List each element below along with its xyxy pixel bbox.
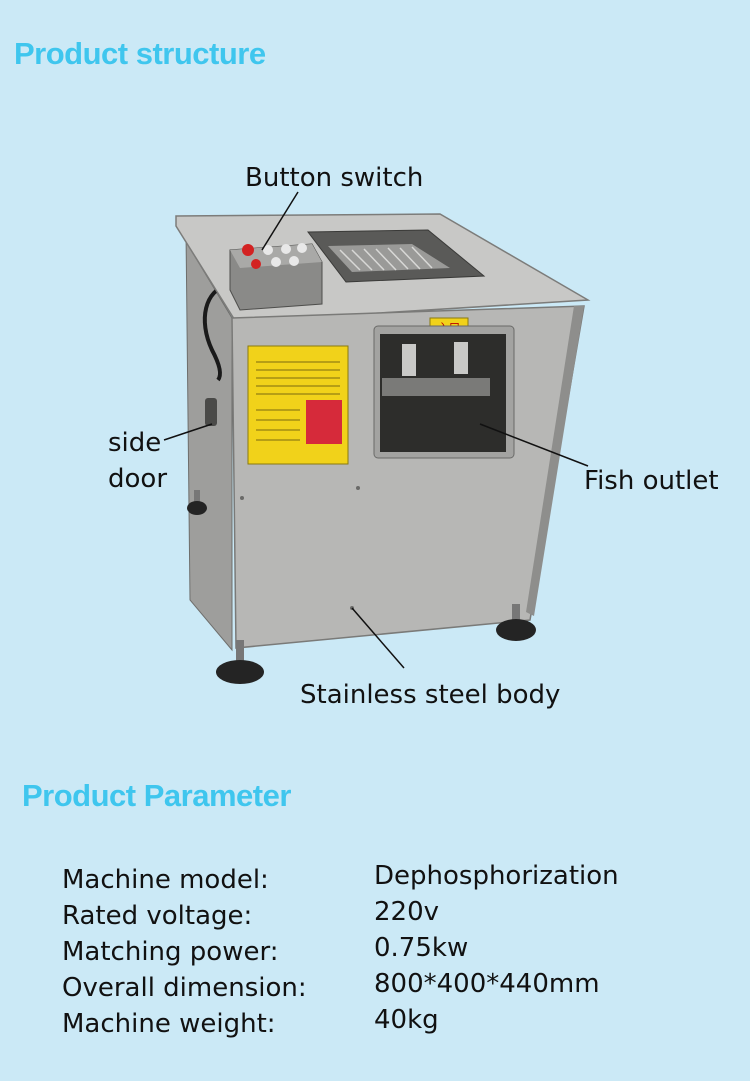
label-side-door-line2: door [108, 464, 168, 494]
label-button-switch: Button switch [245, 163, 424, 193]
label-fish-outlet: Fish outlet [584, 466, 719, 496]
label-side-door-line1: side [108, 428, 162, 458]
parameter-key: Machine weight: [62, 1009, 276, 1039]
parameter-value: 0.75kw [374, 933, 469, 963]
parameter-row: Matching power: 0.75kw [62, 933, 619, 970]
blade-rack [328, 244, 450, 272]
blade-lines [339, 246, 433, 271]
power-cable [202, 283, 229, 382]
parameter-key: Machine model: [62, 865, 269, 895]
parameter-row: Overall dimension: 800*400*440mm [62, 969, 619, 1006]
callout-fish-outlet [479, 423, 589, 467]
parameter-row: Machine model: Dephosphorization [62, 861, 619, 898]
product-parameter-heading: Product Parameter [22, 778, 291, 813]
parameter-value: 220v [374, 897, 440, 927]
right-frame [526, 306, 584, 616]
machine-feet [187, 490, 536, 684]
parameter-key: Overall dimension: [62, 973, 307, 1003]
parameter-key: Matching power: [62, 937, 279, 967]
label-stainless-steel-body: Stainless steel body [300, 680, 561, 710]
callout-side-door [163, 423, 213, 441]
parameter-row: Machine weight: 40kg [62, 1005, 619, 1042]
side-door-handle [205, 398, 217, 426]
machine-illustration: 入口 [163, 191, 591, 684]
product-structure-heading: Product structure [14, 36, 266, 71]
parameter-value: Dephosphorization [374, 861, 619, 891]
emergency-stop-button [242, 244, 254, 256]
callout-body [351, 607, 405, 669]
parameter-key: Rated voltage: [62, 901, 253, 931]
parameter-row: Rated voltage: 220v [62, 897, 619, 934]
parameter-table: Machine model: Dephosphorization Rated v… [62, 861, 619, 1042]
label-side-door: side door [108, 425, 167, 497]
parameter-value: 40kg [374, 1005, 439, 1035]
parameter-value: 800*400*440mm [374, 969, 600, 999]
callout-button-switch [261, 191, 299, 251]
